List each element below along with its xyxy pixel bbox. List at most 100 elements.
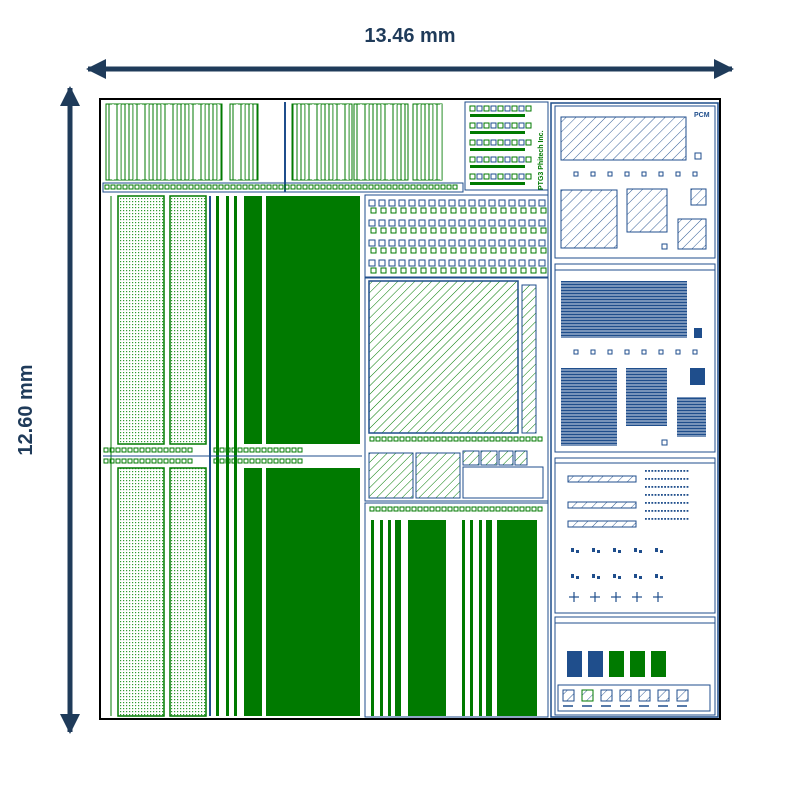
m1-small-pad <box>694 152 702 160</box>
dot <box>667 470 670 472</box>
transistor-cell <box>448 219 456 227</box>
bond-pad <box>417 436 423 442</box>
bc-strip-4 <box>395 520 401 716</box>
m2-grid-left-lines <box>561 368 617 446</box>
bond-pad <box>441 506 447 512</box>
test-cell <box>497 139 504 146</box>
bc-strip-1 <box>371 520 374 716</box>
transistor-grid <box>368 199 547 274</box>
transistor-cell <box>508 259 516 267</box>
test-cell <box>518 122 525 129</box>
transistor-cell <box>478 199 486 207</box>
test-device <box>562 689 575 702</box>
m3-dot-grid <box>645 470 689 520</box>
bond-pad <box>151 447 157 453</box>
test-cell <box>469 173 476 180</box>
transistor-cell <box>448 239 456 247</box>
bond-pad <box>291 458 297 464</box>
bond-pad <box>519 436 525 442</box>
bond-pad <box>465 506 471 512</box>
transistor-cell <box>510 207 517 214</box>
transistor-cell <box>498 259 506 267</box>
test-cell <box>504 122 511 129</box>
module-1-frame <box>554 105 716 259</box>
dot <box>654 494 657 496</box>
test-cell <box>525 105 532 112</box>
transistor-cell <box>438 219 446 227</box>
bond-pad <box>225 458 231 464</box>
pad <box>624 171 630 177</box>
pad <box>607 171 613 177</box>
right-column-frame <box>550 102 719 718</box>
pad <box>573 171 579 177</box>
pad <box>590 171 596 177</box>
test-device <box>657 689 670 702</box>
transistor-cell <box>458 239 466 247</box>
bond-pad <box>446 184 452 190</box>
transistor-cell <box>490 267 497 274</box>
transistor-cell <box>408 259 416 267</box>
bond-pad <box>404 184 410 190</box>
dot <box>677 518 679 520</box>
bond-pad <box>297 458 303 464</box>
test-cell <box>511 156 518 163</box>
device <box>618 576 621 579</box>
dot <box>673 518 676 520</box>
dot <box>677 470 679 472</box>
transistor-cell <box>528 219 536 227</box>
bond-pad <box>453 506 459 512</box>
m2-grid-right-lines <box>677 397 706 437</box>
top-right-test-cells <box>469 105 532 185</box>
dot <box>683 478 686 480</box>
transistor-cell <box>378 239 386 247</box>
transistor-cell <box>408 239 416 247</box>
dot <box>661 486 663 488</box>
pad <box>641 349 647 355</box>
transistor-cell <box>500 247 507 254</box>
bond-pad <box>127 458 133 464</box>
bond-pad <box>139 447 145 453</box>
bond-pad <box>248 184 254 190</box>
green-block-narrow-bottom <box>244 468 262 716</box>
transistor-cell <box>538 199 546 207</box>
transistor-cell <box>450 267 457 274</box>
dot <box>670 502 673 504</box>
dot <box>686 470 689 472</box>
transistor-cell <box>410 267 417 274</box>
bond-pad <box>182 184 188 190</box>
bond-pad <box>236 184 242 190</box>
transistor-cell <box>520 207 527 214</box>
dot <box>648 518 650 520</box>
green-block-wide-bottom <box>266 468 360 716</box>
bond-pad <box>279 458 285 464</box>
height-dimension: 12.60 mm <box>15 86 80 734</box>
bond-pad <box>320 184 326 190</box>
transistor-cell <box>520 267 527 274</box>
bond-pad <box>266 184 272 190</box>
transistor-cell <box>468 199 476 207</box>
device <box>660 576 663 579</box>
transistor-cell <box>480 267 487 274</box>
left-block-a-bottom <box>117 467 165 717</box>
dot <box>667 510 670 512</box>
test-cell <box>518 105 525 112</box>
transistor-cell <box>388 259 396 267</box>
bond-pad <box>163 458 169 464</box>
dot <box>670 518 673 520</box>
bond-pad <box>513 506 519 512</box>
lower-cell-1 <box>368 452 414 499</box>
transistor-cell <box>518 239 526 247</box>
bond-pad <box>410 184 416 190</box>
bond-pad <box>350 184 356 190</box>
bond-pad <box>176 184 182 190</box>
transistor-cell <box>430 267 437 274</box>
bond-pad <box>440 184 446 190</box>
transistor-cell <box>440 247 447 254</box>
top-green-column-array <box>105 102 443 192</box>
transistor-cell <box>438 259 446 267</box>
bond-pad <box>164 184 170 190</box>
test-cell <box>525 139 532 146</box>
test-cell <box>497 105 504 112</box>
bond-pad <box>381 506 387 512</box>
left-block-b-bottom <box>169 467 207 717</box>
